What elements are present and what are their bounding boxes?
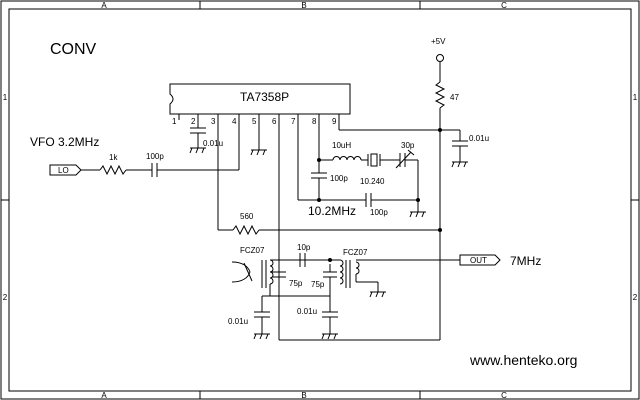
osc-cap-a-value: 100p	[330, 174, 348, 183]
output-port: OUT 7MHz	[459, 254, 541, 268]
power-supply: +5V 47 0.01u	[339, 37, 489, 340]
coil2-label: FCZ07	[343, 248, 368, 257]
ic-pin-5: 5	[252, 117, 257, 126]
coil2-bypass-value: 0.01u	[297, 307, 317, 316]
trimmer-value: 30p	[401, 141, 415, 150]
frame-col-a-top: A	[101, 1, 107, 10]
ic-name: TA7358P	[240, 90, 289, 104]
frame-col-a-bottom: A	[101, 391, 107, 400]
ic-pin-4: 4	[232, 117, 237, 126]
out-port-label: OUT	[470, 256, 487, 265]
coil1-bypass-value: 0.01u	[228, 317, 248, 326]
frame-col-c-top: C	[501, 1, 507, 10]
ic-pin-8: 8	[312, 117, 317, 126]
coupling-cap: 10p	[297, 243, 311, 267]
vfo-input: VFO 3.2MHz LO 1k 100p	[30, 135, 239, 177]
coil2-cap-value: 75p	[311, 280, 325, 289]
page-title: CONV	[50, 41, 97, 58]
ic-pin-2: 2	[191, 117, 196, 126]
crystal-oscillator: 10uH 10.240 30p 100p 100p 10.2MHz	[298, 141, 426, 218]
bias-resistor: 560	[218, 212, 442, 236]
power-label: +5V	[431, 37, 446, 46]
crystal-icon	[370, 153, 378, 167]
vfo-cap-value: 100p	[146, 152, 164, 161]
frame-row-2-right: 2	[633, 293, 638, 302]
vfo-label: VFO 3.2MHz	[30, 135, 99, 149]
bias-resistor-value: 560	[240, 212, 254, 221]
frame-col-b-bottom: B	[301, 391, 306, 400]
frame-row-1-left: 1	[3, 93, 8, 102]
power-bypass-value: 0.01u	[469, 134, 489, 143]
osc-inductor	[332, 156, 362, 161]
coil1-cap-value: 75p	[289, 279, 303, 288]
frame-row-2-left: 2	[3, 293, 8, 302]
osc-freq-label: 10.2MHz	[308, 204, 356, 218]
crystal-value: 10.240	[360, 177, 385, 186]
lo-port-icon	[49, 164, 82, 176]
pin2-bypass-cap: 0.01u	[189, 127, 223, 154]
frame-col-c-bottom: C	[501, 391, 507, 400]
ic-pin-3: 3	[211, 117, 216, 126]
osc-cap-b-value: 100p	[370, 208, 388, 217]
vfo-resistor-value: 1k	[109, 153, 118, 162]
ic-pin-1: 1	[172, 117, 177, 126]
power-resistor	[434, 81, 446, 109]
osc-inductor-value: 10uH	[332, 141, 351, 150]
power-terminal-icon	[436, 54, 444, 62]
website-url: www.henteko.org	[469, 352, 577, 368]
output-freq-label: 7MHz	[510, 254, 541, 268]
pin5-ground-icon	[250, 149, 267, 156]
out-port-icon	[459, 254, 501, 266]
ic-pin-9: 9	[332, 117, 337, 126]
couple-cap-value: 10p	[297, 243, 311, 252]
vfo-resistor	[99, 164, 127, 176]
ic-pin-6: 6	[272, 117, 277, 126]
lo-port-label: LO	[58, 166, 69, 175]
filter-coil-2: FCZ07 75p 0.01u	[297, 248, 460, 340]
coil1-label: FCZ07	[240, 246, 265, 255]
frame-col-b-top: B	[301, 1, 306, 10]
pin2-cap-value: 0.01u	[203, 139, 223, 148]
ic-pin-7: 7	[291, 117, 296, 126]
power-resistor-value: 47	[450, 93, 459, 102]
frame-row-1-right: 1	[633, 93, 638, 102]
ic-ta7358p: TA7358P 1 2 3 4 5 6 7 8 9	[169, 83, 351, 340]
